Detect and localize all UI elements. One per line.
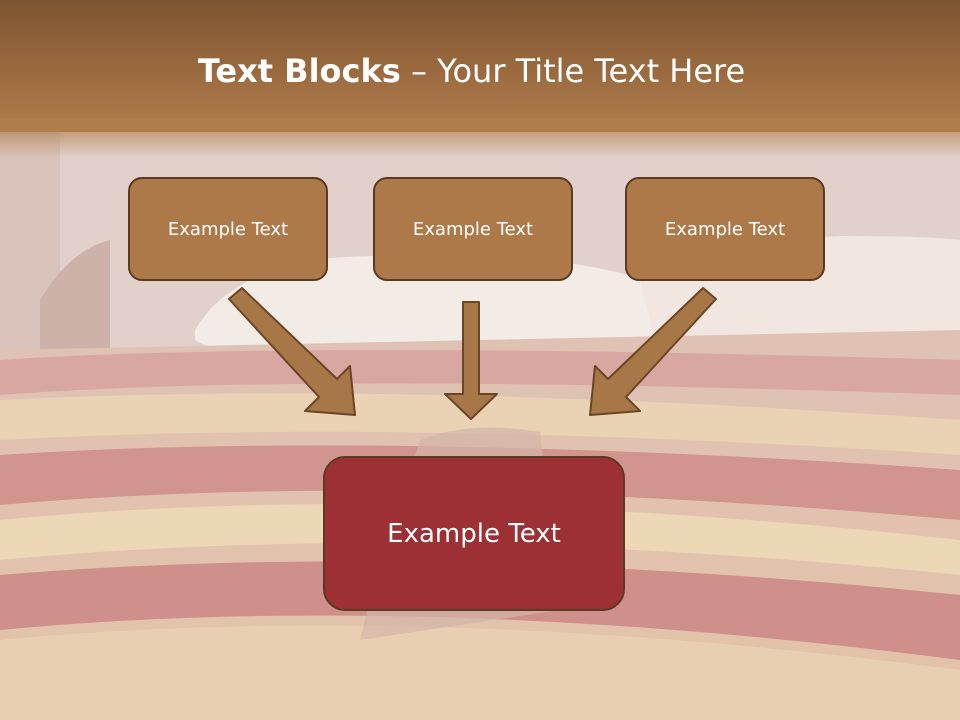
text-block-1[interactable]: Example Text [128, 177, 328, 281]
main-text-block[interactable]: Example Text [323, 456, 625, 611]
text-block-2[interactable]: Example Text [373, 177, 573, 281]
text-block-1-label: Example Text [167, 218, 289, 240]
arrow-down-icon [444, 301, 498, 420]
text-block-3[interactable]: Example Text [625, 177, 825, 281]
title-bar [0, 0, 960, 132]
text-block-3-label: Example Text [664, 218, 786, 240]
arrow-left-icon [228, 287, 356, 416]
title-bold-part: Text Blocks [197, 52, 401, 90]
title-bar-fade [0, 118, 960, 158]
title-rest: Your Title Text Here [437, 52, 746, 90]
arrow-right-icon [589, 287, 717, 416]
slide-title: Text Blocks – Your Title Text Here [0, 52, 943, 90]
title-separator: – [400, 52, 438, 90]
text-block-2-label: Example Text [412, 218, 534, 240]
main-text-block-label: Example Text [387, 518, 561, 549]
